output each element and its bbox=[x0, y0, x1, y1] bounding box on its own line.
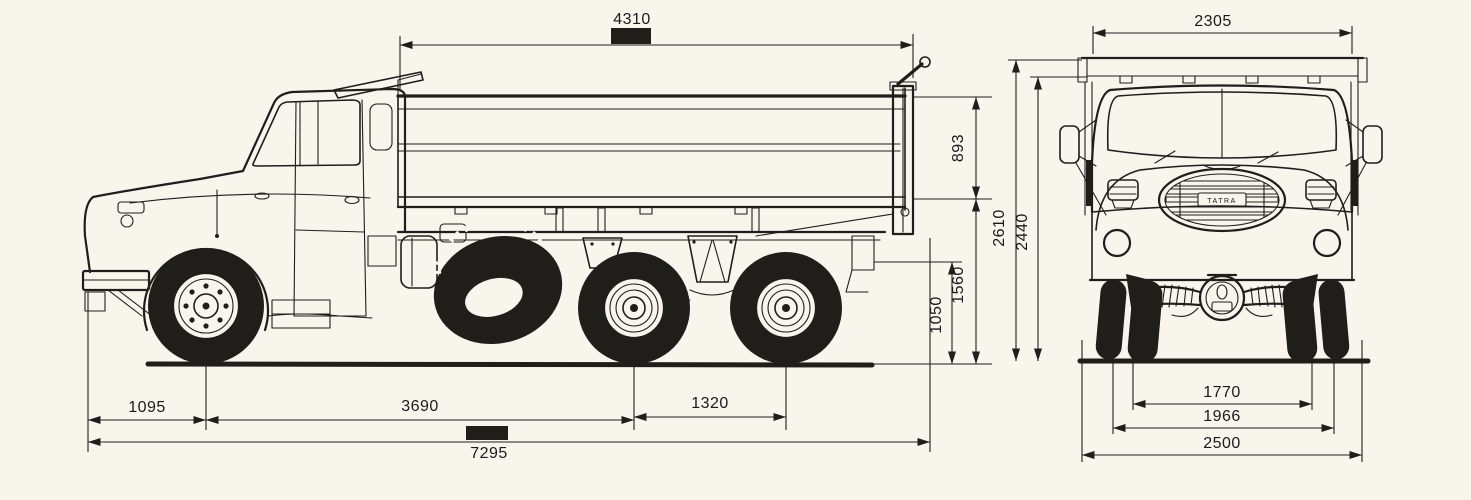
dim-body-outer-width: 1966 bbox=[1203, 408, 1241, 425]
dim-platform-height: 1560 bbox=[950, 266, 967, 304]
solid-marker-block-top bbox=[611, 28, 651, 44]
dim-overall-length: 7295 bbox=[470, 445, 508, 462]
mirror-right bbox=[1337, 119, 1383, 216]
turn-signal-left bbox=[1107, 179, 1139, 209]
turn-signal-right bbox=[1305, 179, 1337, 209]
front-wheels-front-view bbox=[1095, 279, 1350, 363]
dim-overall-width: 2500 bbox=[1203, 435, 1241, 452]
spare-tire bbox=[433, 217, 563, 345]
ground-line-side bbox=[145, 361, 875, 368]
front-fascia bbox=[1088, 205, 1356, 282]
front-wheel-side bbox=[148, 248, 264, 364]
front-bumper-side bbox=[81, 269, 153, 317]
dim-frame-height: 1050 bbox=[928, 296, 945, 334]
tailgate-latch-lever bbox=[896, 62, 924, 86]
dim-overall-height: 2610 bbox=[991, 209, 1008, 247]
dim-wheelbase: 3690 bbox=[401, 398, 439, 415]
fuel-tank bbox=[400, 235, 438, 289]
dim-body-length: 4310 bbox=[613, 11, 651, 28]
solid-marker-block-bottom bbox=[466, 426, 508, 440]
headlight-right-icon bbox=[1312, 228, 1342, 258]
wiper-icons bbox=[1154, 150, 1279, 164]
dump-bed-side bbox=[333, 56, 931, 236]
rear-wheels-side bbox=[578, 252, 842, 364]
dim-cab-height: 2440 bbox=[1014, 213, 1031, 251]
side-view-dimensions: 4310 893 1560 1050 1095 3690 1320 7295 bbox=[87, 11, 992, 462]
windshield bbox=[1106, 91, 1338, 159]
front-view-truck: TATRA bbox=[1059, 56, 1383, 364]
side-view-truck bbox=[81, 56, 931, 368]
headlight-side-icon bbox=[120, 214, 134, 228]
dim-front-overhang: 1095 bbox=[128, 399, 166, 416]
grille-badge: TATRA bbox=[1207, 198, 1236, 205]
dim-front-track: 1770 bbox=[1203, 384, 1241, 401]
mirror-left bbox=[1059, 119, 1107, 216]
grille: TATRA bbox=[1157, 167, 1287, 233]
dim-body-width: 2305 bbox=[1194, 13, 1232, 30]
front-view-dimensions: 2305 2610 2440 1770 1966 2500 bbox=[991, 13, 1363, 462]
headlight-left-icon bbox=[1102, 228, 1132, 258]
dim-body-side-height: 893 bbox=[950, 134, 967, 162]
dim-bogie-spacing: 1320 bbox=[691, 395, 729, 412]
